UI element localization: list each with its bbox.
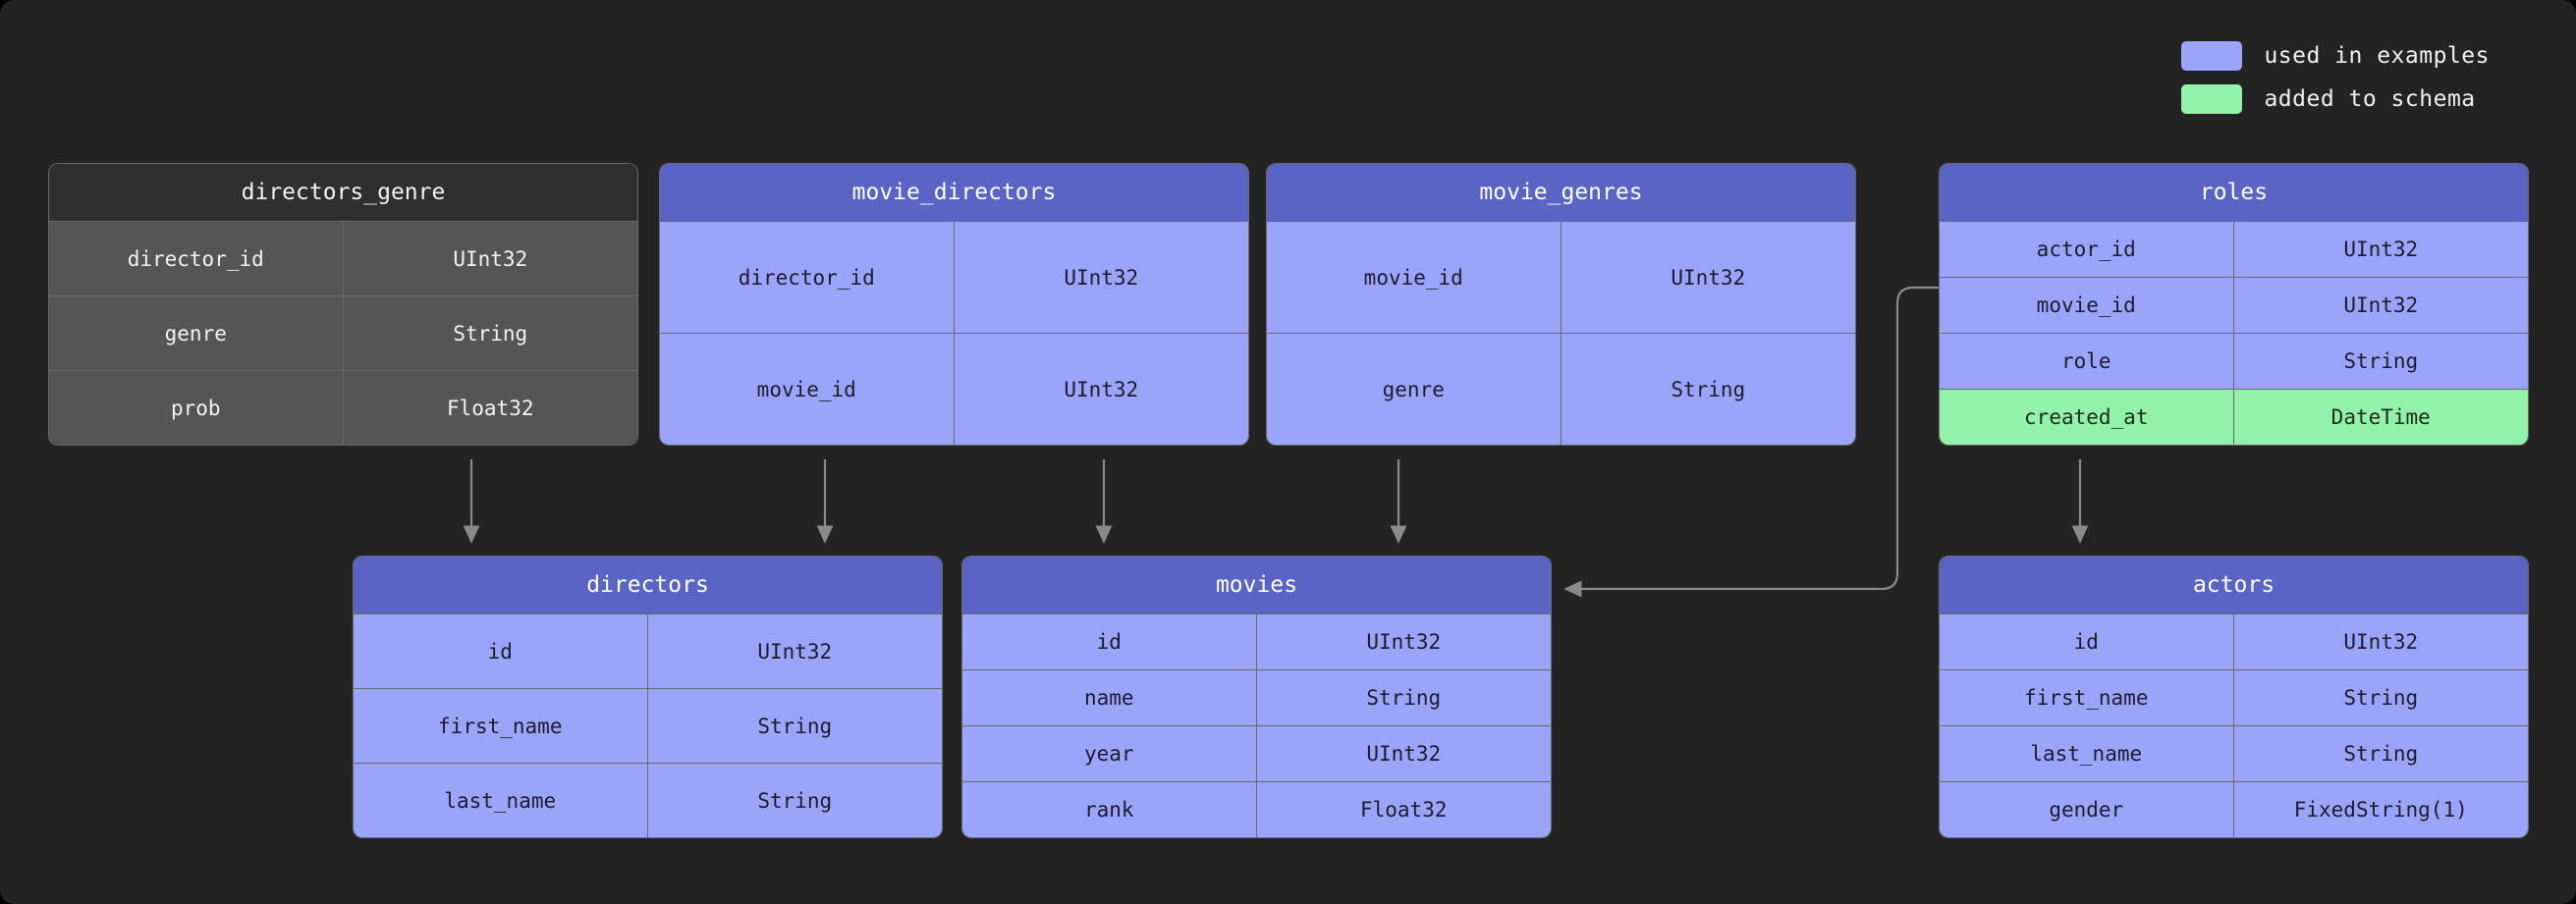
table-title: roles	[1940, 164, 2528, 221]
column-name-cell: last_name	[354, 764, 648, 837]
column-name-cell: id	[1940, 614, 2234, 669]
legend-item-used-in-examples: used in examples	[2181, 41, 2490, 71]
table-title: movie_genres	[1267, 164, 1855, 221]
legend-swatch-green	[2181, 84, 2243, 114]
column-name-cell: created_at	[1940, 390, 2234, 445]
column-name-cell: role	[1940, 334, 2234, 389]
column-type-cell: UInt32	[647, 614, 942, 688]
column-type-cell: UInt32	[1256, 614, 1551, 669]
column-name-cell: name	[962, 670, 1257, 725]
column-type-cell: UInt32	[2233, 278, 2528, 333]
legend-swatch-blue	[2181, 41, 2243, 71]
legend: used in examples added to schema	[2181, 41, 2490, 114]
column-type-cell: DateTime	[2233, 390, 2528, 445]
column-type-cell: UInt32	[1256, 726, 1551, 781]
legend-item-added-to-schema: added to schema	[2181, 84, 2490, 114]
column-name-cell: id	[962, 614, 1257, 669]
column-type-cell: UInt32	[2233, 614, 2528, 669]
column-type-cell: String	[647, 689, 942, 763]
column-name-cell: genre	[49, 296, 344, 370]
column-name-cell: rank	[962, 782, 1257, 837]
table-title: directors	[354, 557, 942, 613]
column-name-cell: id	[354, 614, 648, 688]
column-name-cell: director_id	[660, 222, 955, 333]
column-type-cell: UInt32	[1561, 222, 1855, 333]
legend-label-used-in-examples: used in examples	[2264, 43, 2490, 69]
column-name-cell: first_name	[1940, 670, 2234, 725]
column-name-cell: director_id	[49, 222, 344, 295]
column-type-cell: String	[647, 764, 942, 837]
column-name-cell: movie_id	[1267, 222, 1562, 333]
column-name-cell: actor_id	[1940, 222, 2234, 277]
column-type-cell: String	[1256, 670, 1551, 725]
column-name-cell: prob	[49, 371, 344, 445]
column-type-cell: String	[343, 296, 637, 370]
column-type-cell: UInt32	[343, 222, 637, 295]
table-title: movies	[962, 557, 1551, 613]
column-type-cell: Float32	[1256, 782, 1551, 837]
legend-label-added-to-schema: added to schema	[2264, 86, 2476, 112]
column-type-cell: UInt32	[2233, 222, 2528, 277]
column-type-cell: String	[1561, 334, 1855, 445]
column-type-cell: String	[2233, 334, 2528, 389]
column-name-cell: first_name	[354, 689, 648, 763]
column-name-cell: gender	[1940, 782, 2234, 837]
column-name-cell: year	[962, 726, 1257, 781]
table-title: directors_genre	[49, 164, 637, 221]
column-type-cell: String	[2233, 726, 2528, 781]
table-title: actors	[1940, 557, 2528, 613]
column-name-cell: movie_id	[660, 334, 955, 445]
column-name-cell: movie_id	[1940, 278, 2234, 333]
column-name-cell: genre	[1267, 334, 1562, 445]
column-type-cell: UInt32	[954, 334, 1248, 445]
column-type-cell: UInt32	[954, 222, 1248, 333]
column-name-cell: last_name	[1940, 726, 2234, 781]
table-title: movie_directors	[660, 164, 1248, 221]
column-type-cell: Float32	[343, 371, 637, 445]
column-type-cell: String	[2233, 670, 2528, 725]
column-type-cell: FixedString(1)	[2233, 782, 2528, 837]
